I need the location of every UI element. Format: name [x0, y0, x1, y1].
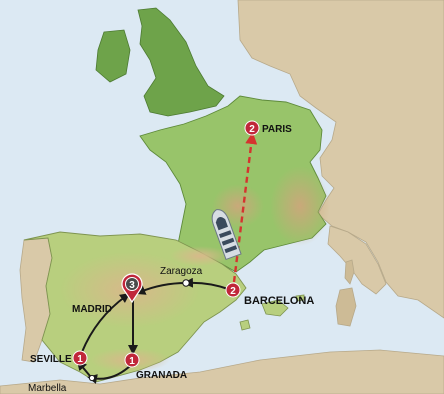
route-seville-madrid	[81, 293, 131, 353]
route-granada-marbella	[87, 365, 131, 384]
high-speed-train-icon	[211, 209, 242, 261]
land-ireland	[95, 29, 131, 83]
stop-marker-granada: 1	[124, 352, 140, 368]
route-barcelona-zaragoza	[183, 277, 229, 290]
land-mallorca	[261, 299, 289, 317]
city-dot-zaragoza	[182, 279, 190, 287]
land-northeast-europe	[237, 0, 444, 319]
land-uk	[137, 7, 225, 117]
terrain-pyrenees	[170, 246, 230, 266]
stop-marker-madrid: 3	[121, 273, 143, 304]
city-label-seville: SEVILLE	[30, 354, 72, 365]
land-ibiza	[239, 319, 251, 331]
city-label-marbella: Marbella	[28, 383, 67, 394]
city-label-barcelona: BARCELONA	[244, 295, 314, 307]
stop-nights-granada: 1	[129, 356, 135, 367]
city-label-granada: GRANADA	[136, 370, 187, 381]
stop-marker-barcelona: 2	[225, 282, 241, 298]
stop-nights-seville: 1	[77, 354, 83, 365]
stop-nights-barcelona: 2	[230, 286, 236, 297]
city-label-madrid: MADRID	[72, 304, 112, 315]
route-zaragoza-madrid	[135, 282, 187, 295]
stop-nights-madrid: 3	[129, 280, 135, 291]
land-italy	[327, 225, 387, 295]
city-label-zaragoza: Zaragoza	[160, 266, 203, 277]
stop-nights-paris: 2	[249, 124, 255, 135]
terrain-alps	[270, 166, 330, 246]
stop-marker-seville: 1	[72, 350, 88, 366]
land-corsica	[344, 259, 355, 285]
land-sardinia	[335, 287, 357, 327]
stop-marker-paris: 2	[244, 120, 260, 136]
city-label-paris: PARIS	[262, 124, 292, 135]
route-barcelona-paris	[232, 132, 258, 283]
city-dot-marbella	[88, 374, 96, 382]
land-menorca	[295, 294, 305, 302]
route-marbella-seville	[76, 360, 91, 377]
